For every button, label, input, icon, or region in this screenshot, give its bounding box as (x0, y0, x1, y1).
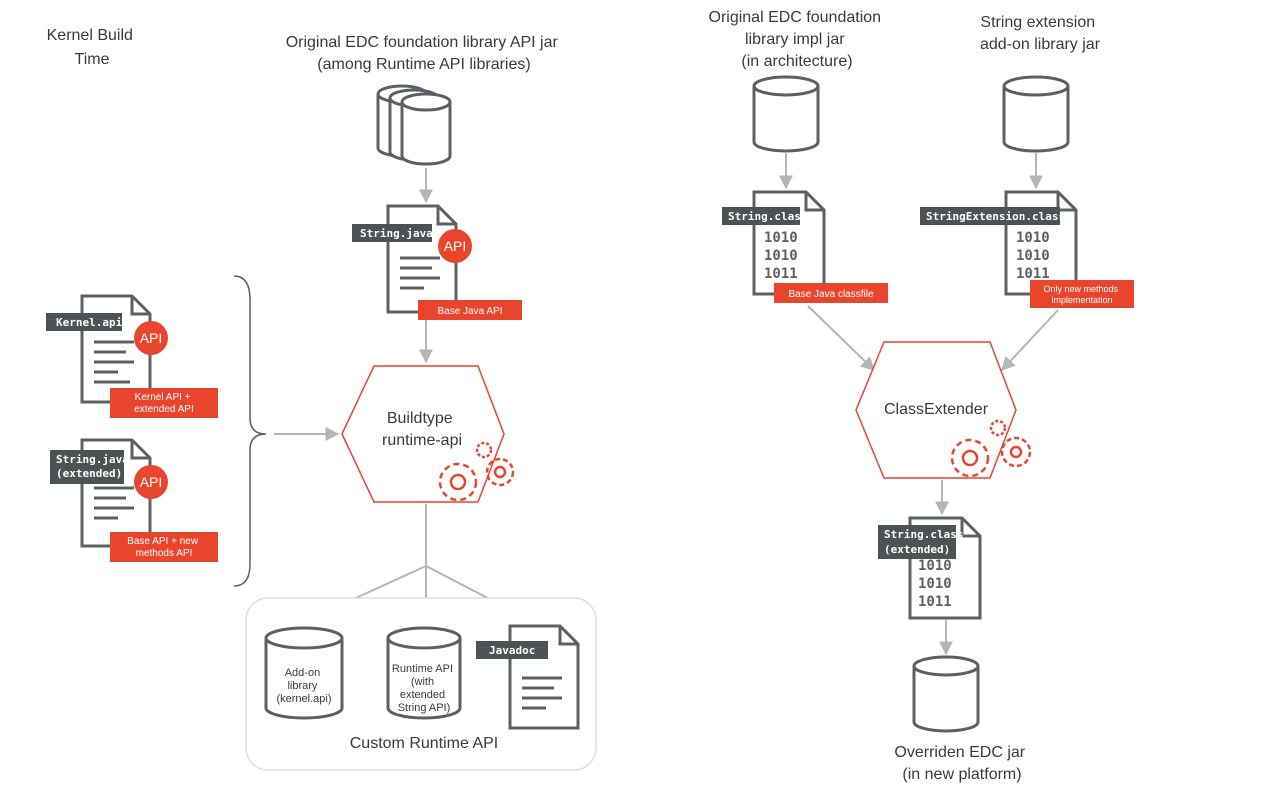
svg-text:API: API (444, 238, 467, 254)
string-ext-jar-cylinder (1002, 75, 1070, 153)
file-badge-label: Kernel API + extended API (134, 392, 194, 415)
file-badge (110, 388, 218, 418)
file-tag-label: Kernel.api (56, 316, 123, 329)
overriden-jar-caption: Overriden EDC jar (in new platform) (894, 744, 1029, 783)
file-badge-label: Base API + new methods API (127, 536, 201, 559)
string-ext-jar-caption: String extension add-on library jar (980, 14, 1101, 53)
ext-class-to-extender-arrow (1001, 309, 1059, 372)
file-badge (418, 300, 522, 320)
file-tag (476, 641, 548, 659)
edc-api-jar-caption: Original EDC foundation library API jar … (286, 34, 563, 73)
string-class-extended-file: 1010 1010 1011 String.class (extended) (878, 516, 982, 620)
svg-text:1010: 1010 (1016, 230, 1050, 246)
file-tag (352, 224, 432, 242)
file-tag (46, 313, 122, 331)
file-tag (878, 525, 956, 559)
api-badge-icon (438, 229, 472, 263)
file-tag-label: Javadoc (489, 644, 535, 657)
edc-impl-jar-cylinder (752, 75, 820, 153)
runtime-api-cylinder: Runtime API (with extended String API) (386, 626, 462, 720)
svg-text:1010: 1010 (918, 558, 952, 574)
gears-icon (438, 441, 515, 502)
buildtype-process: Buildtype runtime-api (341, 365, 515, 503)
file-tag-label: String.class (extended) (884, 528, 970, 556)
file-tag-label: String.java (extended) (56, 453, 135, 480)
buildtype-label: Buildtype runtime-api (382, 410, 462, 449)
svg-text:1010: 1010 (764, 248, 798, 264)
edc-api-jar-cylinders (376, 84, 452, 166)
string-java-file: String.java API Base Java API (352, 204, 522, 320)
string-class-to-extender-arrow (807, 305, 876, 371)
file-tag (920, 207, 1060, 225)
file-tag-label: String.java (360, 227, 433, 240)
string-class-file: 1010 1010 1011 String.class Base Java cl… (722, 190, 888, 303)
class-extender-label: ClassExtender (884, 401, 989, 418)
edc-impl-jar-caption: Original EDC foundation library impl jar… (709, 9, 886, 70)
file-tag (722, 207, 800, 225)
svg-text:API: API (140, 330, 163, 346)
file-tag-label: String.class (728, 210, 807, 223)
svg-text:1011: 1011 (918, 594, 952, 610)
svg-text:1011: 1011 (1016, 266, 1050, 282)
file-badge-label: Base Java API (437, 306, 502, 317)
runtime-api-label: Runtime API (with extended String API) (392, 663, 456, 714)
file-tag (50, 450, 124, 484)
grouping-brace (233, 275, 267, 587)
file-badge-label: Base Java classfile (788, 289, 873, 300)
api-badge-icon (134, 465, 168, 499)
class-extender-process: ClassExtender (855, 341, 1032, 479)
overriden-jar-cylinder (912, 655, 980, 733)
file-badge-label: Only new methods implementation (1043, 284, 1120, 305)
addon-library-cylinder: Add-on library (kernel.api) (264, 626, 344, 720)
addon-library-label: Add-on library (kernel.api) (276, 667, 331, 705)
svg-text:1010: 1010 (764, 230, 798, 246)
file-tag-label: StringExtension.class (926, 210, 1065, 223)
custom-runtime-api-caption: Custom Runtime API (350, 735, 499, 752)
javadoc-file: Javadoc (476, 624, 580, 730)
kernel-api-file: Kernel.api API Kernel API + extended API (46, 294, 218, 418)
file-badge (110, 532, 218, 562)
kernel-build-time-caption: Kernel Build Time (47, 27, 138, 68)
svg-text:1010: 1010 (918, 576, 952, 592)
file-badge (774, 283, 888, 303)
file-badge (1030, 280, 1134, 308)
svg-text:1010: 1010 (1016, 248, 1050, 264)
api-badge-icon (134, 321, 168, 355)
svg-text:1011: 1011 (764, 266, 798, 282)
svg-text:API: API (140, 474, 163, 490)
string-extension-class-file: 1010 1010 1011 StringExtension.class Onl… (920, 190, 1134, 308)
string-java-extended-file: String.java (extended) API Base API + ne… (50, 438, 218, 562)
gears-icon (950, 419, 1032, 478)
